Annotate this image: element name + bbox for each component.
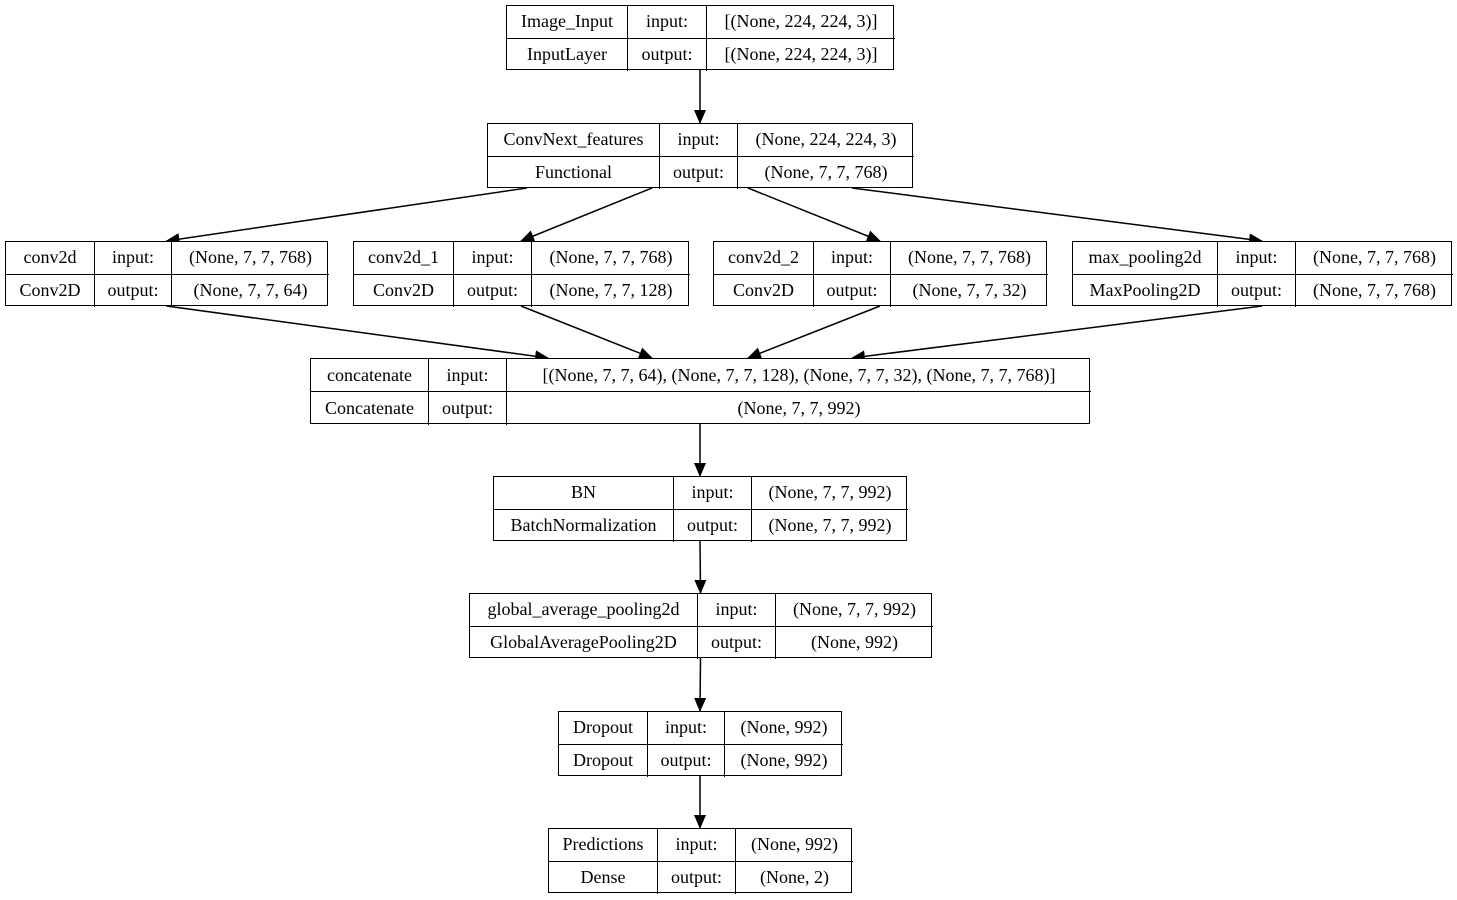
output-label: output: [648, 744, 725, 777]
edge-conv2d-1-to-concatenate [520, 305, 653, 359]
layer-type: Functional [488, 156, 660, 189]
input-label: input: [674, 477, 752, 510]
edge-global-average-pooling2d-to-dropout [694, 657, 707, 712]
layer-name: Image_Input [507, 6, 628, 39]
edge-max-pooling2d-to-concatenate [851, 305, 1263, 363]
layer-type: Concatenate [311, 392, 429, 425]
output-label: output: [660, 156, 738, 189]
layer-type: InputLayer [507, 38, 628, 71]
input-shape: (None, 992) [725, 712, 843, 745]
layer-name: Predictions [549, 829, 658, 862]
layer-name: conv2d_1 [354, 242, 454, 275]
input-label: input: [1218, 242, 1296, 275]
edge-conv2d-to-concatenate [166, 305, 549, 363]
output-label: output: [628, 38, 707, 71]
output-shape: (None, 7, 7, 64) [193, 280, 308, 301]
output-shape: [(None, 224, 224, 3)] [724, 44, 878, 65]
output-label: output: [698, 626, 776, 659]
layer-type: GlobalAveragePooling2D [470, 626, 698, 659]
input-label: input: [95, 242, 172, 275]
output-label: output: [814, 274, 891, 307]
output-label: output: [95, 274, 172, 307]
input-shape: (None, 7, 7, 768) [532, 242, 690, 275]
input-label: input: [454, 242, 532, 275]
edge-bn-to-global-average-pooling2d [694, 540, 707, 594]
layer-name: conv2d [6, 242, 95, 275]
input-shape: (None, 7, 7, 768) [891, 242, 1048, 275]
input-label: input: [648, 712, 725, 745]
input-label: input: [698, 594, 776, 627]
layer-type: Conv2D [6, 274, 95, 307]
input-label: input: [429, 359, 507, 392]
layer-type: Conv2D [354, 274, 454, 307]
edge-conv2d-2-to-concatenate [747, 305, 881, 359]
layer-name: ConvNext_features [488, 124, 660, 157]
output-label: output: [454, 274, 532, 307]
input-label: input: [628, 6, 707, 39]
input-shape: (None, 7, 7, 992) [752, 477, 908, 510]
output-shape: (None, 7, 7, 768) [1313, 280, 1436, 301]
layer-name: Dropout [559, 712, 648, 745]
layer-type: Dense [549, 861, 658, 894]
output-shape: (None, 7, 7, 992) [768, 515, 892, 536]
output-label: output: [429, 392, 507, 425]
input-label: input: [658, 829, 736, 862]
output-shape: (None, 992) [740, 750, 828, 771]
input-shape: (None, 7, 7, 768) [1296, 242, 1453, 275]
output-label: output: [1218, 274, 1296, 307]
layer-name: concatenate [311, 359, 429, 392]
layer-type: BatchNormalization [494, 509, 674, 542]
output-shape: (None, 7, 7, 128) [549, 280, 673, 301]
edge-convnext-features-to-conv2d-1 [520, 187, 653, 242]
output-label: output: [658, 861, 736, 894]
layer-name: BN [494, 477, 674, 510]
layer-name: max_pooling2d [1073, 242, 1218, 275]
layer-type: MaxPooling2D [1073, 274, 1218, 307]
output-label: output: [674, 509, 752, 542]
input-shape: (None, 224, 224, 3) [738, 124, 914, 157]
output-shape: (None, 7, 7, 768) [764, 162, 888, 183]
layer-type: Conv2D [714, 274, 814, 307]
edge-convnext-features-to-max-pooling2d [851, 187, 1263, 246]
edge-convnext-features-to-conv2d [165, 187, 528, 246]
input-label: input: [660, 124, 738, 157]
layer-name: conv2d_2 [714, 242, 814, 275]
layer-type: Dropout [559, 744, 648, 777]
output-shape: (None, 2) [760, 867, 829, 888]
output-shape: (None, 992) [811, 632, 898, 653]
input-label: input: [814, 242, 891, 275]
output-shape: (None, 7, 7, 992) [737, 398, 861, 418]
input-shape: [(None, 224, 224, 3)] [707, 6, 895, 39]
input-shape: [(None, 7, 7, 64), (None, 7, 7, 128), (N… [507, 359, 1091, 392]
input-shape: (None, 7, 7, 768) [172, 242, 329, 275]
input-shape: (None, 7, 7, 992) [776, 594, 933, 627]
output-shape: (None, 7, 7, 32) [912, 280, 1027, 301]
layer-name: global_average_pooling2d [470, 594, 698, 627]
edge-convnext-features-to-conv2d-2 [747, 187, 881, 242]
input-shape: (None, 992) [736, 829, 853, 862]
